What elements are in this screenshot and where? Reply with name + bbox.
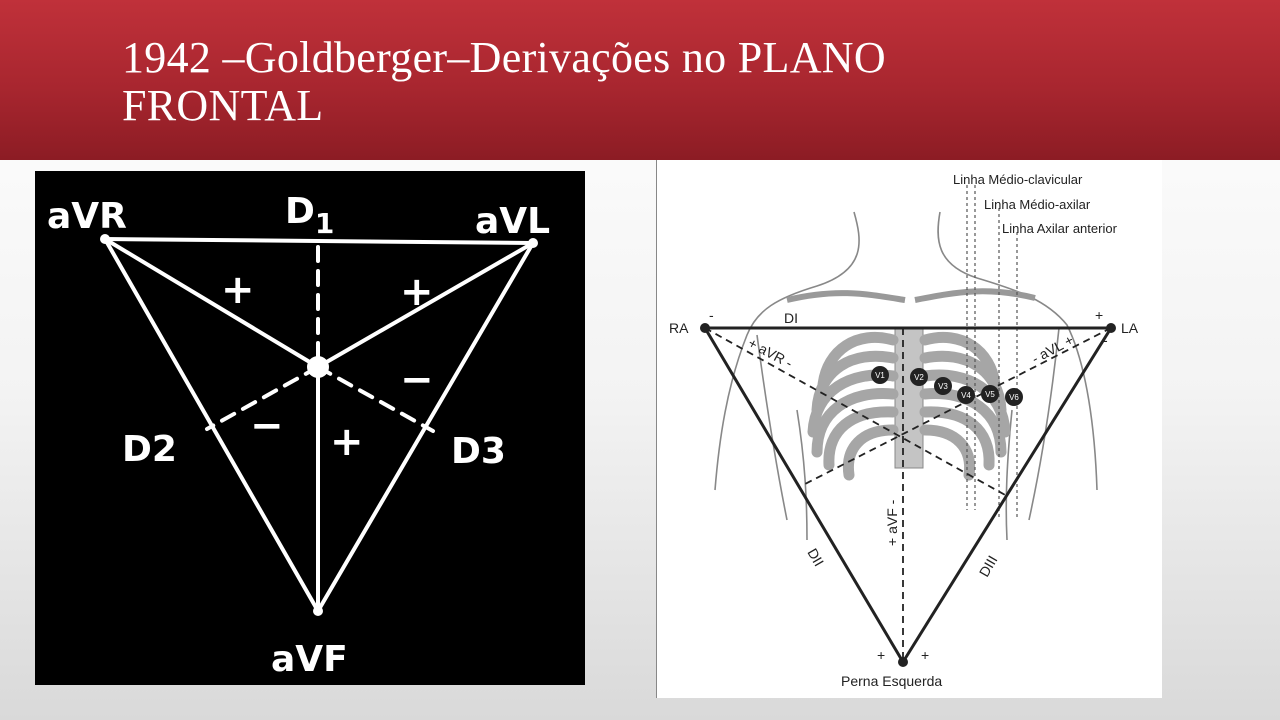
label-d1: D1 xyxy=(285,191,334,240)
center-point xyxy=(307,356,329,378)
left-leg-point xyxy=(898,657,908,667)
electrode-v2 xyxy=(910,368,928,386)
label-left-leg: Perna Esquerda xyxy=(841,673,942,689)
avl-vertex-point xyxy=(528,238,538,248)
electrode-v5-label: V5 xyxy=(985,390,995,399)
electrode-v4 xyxy=(957,386,975,404)
label-d2: D2 xyxy=(122,429,177,470)
electrode-v2-label: V2 xyxy=(914,373,924,382)
label-anterior-axillary: Linha Axilar anterior xyxy=(1002,221,1118,236)
electrode-v4-label: V4 xyxy=(961,391,971,400)
lead-diii-line xyxy=(901,327,1113,663)
electrode-v6-label: V6 xyxy=(1009,393,1019,402)
title-bar: 1942 –Goldberger–Derivações no PLANO FRO… xyxy=(0,0,1280,160)
label-la: LA xyxy=(1121,320,1139,336)
precordial-electrodes: V1 V2 V3 V4 V5 V6 xyxy=(871,366,1023,406)
goldberger-triangle-svg: aVR aVL aVF D1 D2 D3 + + − − + xyxy=(47,191,550,680)
label-d3: D3 xyxy=(451,431,506,472)
d2-bisector-dashed xyxy=(205,365,320,431)
avr-vertex-point xyxy=(100,234,110,244)
label-ra: RA xyxy=(669,320,689,336)
la-point xyxy=(1106,323,1116,333)
chest-leads-figure: Linha Médio-clavicular Linha Médio-axila… xyxy=(656,160,1162,698)
label-di: DI xyxy=(784,310,798,326)
label-avl: - aVL + xyxy=(1029,331,1076,366)
label-avr: + aVR - xyxy=(746,335,796,372)
ra-minus: - xyxy=(709,307,714,323)
goldberger-triangle-figure: aVR aVL aVF D1 D2 D3 + + − − + xyxy=(35,171,585,685)
avr-axis-line xyxy=(103,237,320,369)
label-diii: DIII xyxy=(976,553,1001,580)
electrode-v6 xyxy=(1005,388,1023,406)
torso-outline xyxy=(714,211,1098,541)
electrode-v3-label: V3 xyxy=(938,382,948,391)
plus-sign-bottom: + xyxy=(330,419,364,465)
electrode-v5 xyxy=(981,385,999,403)
avf-vertex-point xyxy=(313,606,323,616)
minus-sign-right: − xyxy=(400,357,434,403)
label-avr: aVR xyxy=(47,196,127,237)
ribcage xyxy=(807,327,1011,481)
left-leg-plus-right: + xyxy=(921,647,929,663)
lead-d1-line xyxy=(103,237,535,245)
reference-lines xyxy=(966,185,1018,520)
chest-leads-svg: Linha Médio-clavicular Linha Médio-axila… xyxy=(669,172,1139,689)
minus-sign-left: − xyxy=(250,403,284,449)
label-mid-axillary: Linha Médio-axilar xyxy=(984,197,1091,212)
avl-axis-line xyxy=(316,241,535,369)
la-minus: - xyxy=(1103,332,1108,348)
la-plus: + xyxy=(1095,307,1103,323)
d3-bisector-dashed xyxy=(316,365,435,433)
title-line-1: 1942 –Goldberger–Derivações no PLANO xyxy=(122,33,886,82)
electrode-v1-label: V1 xyxy=(875,371,885,380)
electrode-v1 xyxy=(871,366,889,384)
avr-axis-line xyxy=(704,327,1008,497)
label-mid-clavicular: Linha Médio-clavicular xyxy=(953,172,1083,187)
label-avf: + aVF - xyxy=(884,499,900,546)
lead-dii-line xyxy=(703,327,905,663)
left-leg-plus-left: + xyxy=(877,647,885,663)
augmented-leads-dashed xyxy=(704,327,1112,662)
avl-axis-line xyxy=(802,327,1112,486)
clavicles xyxy=(786,288,1036,303)
label-dii: DII xyxy=(804,546,827,569)
label-avl: aVL xyxy=(475,201,550,242)
plus-sign-upper-left: + xyxy=(221,267,255,313)
einthoven-triangle xyxy=(703,326,1113,663)
plus-sign-upper-right: + xyxy=(400,269,434,315)
label-avf: aVF xyxy=(271,639,348,680)
slide-title: 1942 –Goldberger–Derivações no PLANO FRO… xyxy=(122,34,1222,130)
electrode-v3 xyxy=(934,377,952,395)
ra-point xyxy=(700,323,710,333)
title-line-2: FRONTAL xyxy=(122,81,324,130)
